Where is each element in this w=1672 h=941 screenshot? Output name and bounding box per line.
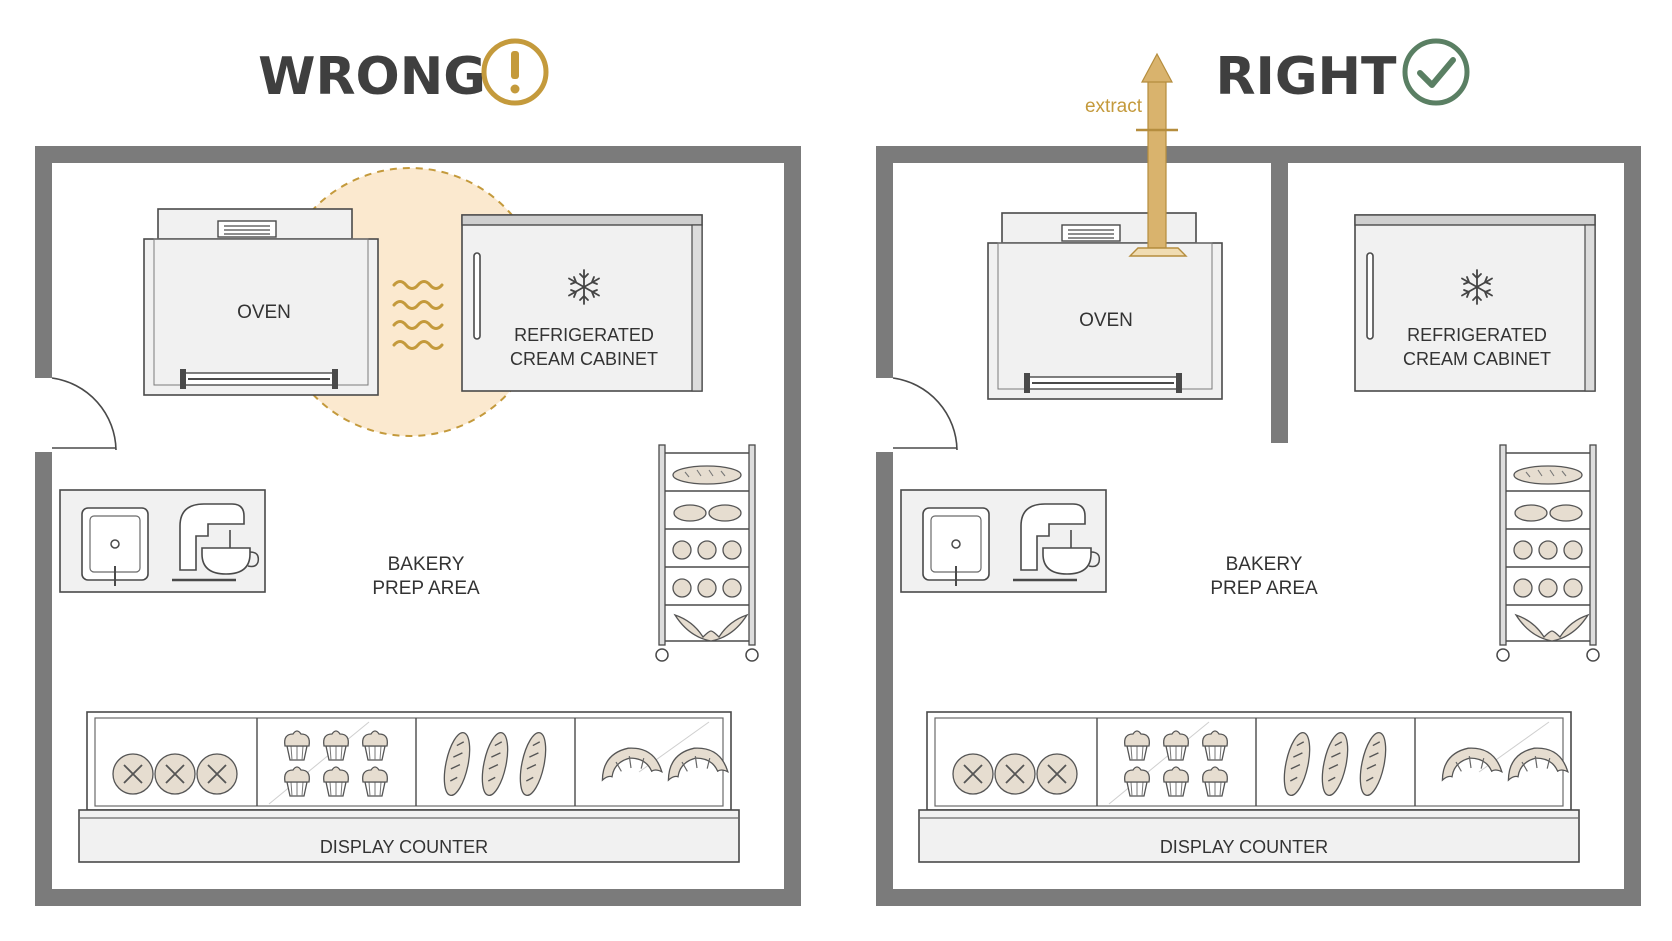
wrong-walls <box>35 146 801 906</box>
wrong-counter-label: DISPLAY COUNTER <box>320 837 488 857</box>
right-area-label-2: PREP AREA <box>1210 578 1318 599</box>
wrong-area-label-1: BAKERY <box>388 554 465 575</box>
wrong-oven-label: OVEN <box>237 302 291 323</box>
wrong-display-counter: DISPLAY COUNTER <box>79 712 739 862</box>
wrong-cabinet-label-2: CREAM CABINET <box>510 349 658 369</box>
extract-duct <box>1128 52 1188 257</box>
right-cabinet-label-1: REFRIGERATED <box>1407 325 1547 345</box>
right-bread-rack <box>1496 444 1600 662</box>
right-cabinet-label-2: CREAM CABINET <box>1403 349 1551 369</box>
exclamation-circle-icon <box>481 38 549 106</box>
right-panel: RIGHT OVEN extract <box>876 38 1641 906</box>
right-mixer-station <box>899 488 1108 594</box>
wrong-cabinet: REFRIGERATED CREAM CABINET <box>461 214 703 392</box>
wrong-bread-rack <box>655 444 759 662</box>
wrong-mixer-station <box>58 488 267 594</box>
wrong-heading: WRONG <box>258 47 486 107</box>
extract-label: extract <box>1085 96 1143 117</box>
right-heading: RIGHT <box>1215 47 1397 107</box>
right-display-counter: DISPLAY COUNTER <box>919 712 1579 862</box>
heat-wave-icon <box>392 280 444 350</box>
check-circle-icon <box>1402 38 1470 106</box>
wrong-area-label-2: PREP AREA <box>372 578 480 599</box>
right-oven: OVEN <box>987 212 1223 400</box>
right-counter-label: DISPLAY COUNTER <box>1160 837 1328 857</box>
right-walls <box>876 146 1641 906</box>
wrong-panel: WRONG OVEN <box>35 38 801 906</box>
right-oven-label: OVEN <box>1079 310 1133 331</box>
right-area-label-1: BAKERY <box>1226 554 1303 575</box>
wrong-oven: OVEN <box>143 208 379 396</box>
wrong-cabinet-label-1: REFRIGERATED <box>514 325 654 345</box>
right-cabinet: REFRIGERATED CREAM CABINET <box>1354 214 1596 392</box>
right-door <box>892 377 958 451</box>
partition-wall <box>1271 163 1288 443</box>
wrong-door <box>51 377 117 451</box>
